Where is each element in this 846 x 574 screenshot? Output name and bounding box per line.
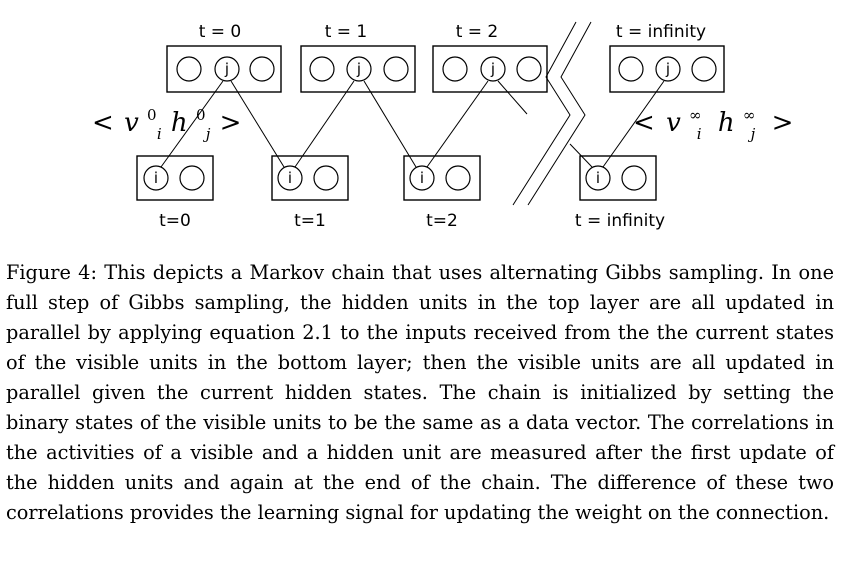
top-time-label-1: t = 1: [325, 22, 368, 42]
connection-line: [160, 80, 224, 168]
v-symbol: v: [124, 108, 139, 138]
visible-unit-i: [409, 165, 435, 191]
hidden-unit-j: [480, 56, 506, 82]
hidden-unit: [309, 56, 335, 82]
hidden-unit: [691, 56, 717, 82]
hidden-layer-tinf: j: [609, 45, 725, 93]
hidden-unit-label: j: [224, 60, 229, 78]
break-mark: [527, 21, 592, 206]
hidden-layer-t0: j: [166, 45, 282, 93]
bottom-time-label-0: t=0: [159, 211, 191, 231]
bottom-time-label-infinity: t = infinity: [575, 211, 665, 231]
visible-layer-tinf: i: [579, 155, 657, 201]
connection-line: [497, 80, 528, 115]
top-time-label-2: t = 2: [456, 22, 499, 42]
hidden-layer-box: [166, 45, 282, 93]
hidden-unit-label: j: [490, 60, 495, 78]
hidden-layer-t1: j: [300, 45, 416, 93]
hidden-unit-j: [346, 56, 372, 82]
connection-line: [363, 80, 417, 168]
visible-unit-label: i: [420, 169, 424, 187]
visible-unit-i: [585, 165, 611, 191]
correlation-start-label: < v 0 i h 0 j >: [92, 97, 241, 146]
bottom-time-label-1: t=1: [294, 211, 326, 231]
caption-label: Figure 4:: [6, 261, 97, 284]
h-subscript: j: [748, 125, 756, 143]
visible-layer-box: [403, 155, 481, 201]
h-symbol: h: [171, 108, 188, 138]
visible-unit-label: i: [288, 169, 292, 187]
visible-unit-label: i: [154, 169, 158, 187]
visible-unit: [621, 165, 647, 191]
v-superscript: 0: [147, 106, 157, 124]
top-time-label-infinity: t = infinity: [616, 22, 706, 42]
visible-unit: [445, 165, 471, 191]
caption-text: This depicts a Markov chain that uses al…: [6, 261, 834, 524]
bracket-close: >: [772, 108, 794, 138]
hidden-unit: [383, 56, 409, 82]
bracket-open: <: [92, 108, 114, 138]
visible-layer-box: [136, 155, 214, 201]
hidden-unit-j: [214, 56, 240, 82]
h-superscript: ∞: [743, 106, 756, 124]
visible-layer-t2: i: [403, 155, 481, 201]
visible-unit: [179, 165, 205, 191]
figure-caption: Figure 4: This depicts a Markov chain th…: [6, 258, 834, 528]
hidden-unit-label: j: [356, 60, 361, 78]
bracket-close: >: [220, 108, 242, 138]
h-subscript: j: [203, 125, 211, 143]
v-superscript: ∞: [689, 106, 702, 124]
v-symbol: v: [666, 108, 681, 138]
chain-break-marks: [512, 21, 592, 206]
correlation-end-label: < v ∞ i h ∞ j >: [633, 97, 793, 146]
hidden-unit-label: j: [665, 60, 670, 78]
v-subscript: i: [697, 125, 702, 143]
bracket-open: <: [633, 108, 655, 138]
hidden-layer-box: [432, 45, 548, 93]
chain-connections: [160, 80, 665, 168]
visible-unit-i: [143, 165, 169, 191]
connection-line: [602, 80, 665, 168]
h-superscript: 0: [196, 106, 206, 124]
hidden-layer-box: [300, 45, 416, 93]
top-time-label-0: t = 0: [199, 22, 242, 42]
hidden-unit: [516, 56, 542, 82]
hidden-layer-t2: j: [432, 45, 548, 93]
hidden-unit-j: [655, 56, 681, 82]
visible-layer-t1: i: [271, 155, 349, 201]
visible-unit-label: i: [596, 169, 600, 187]
visible-layer-box: [271, 155, 349, 201]
connection-line: [569, 143, 593, 168]
hidden-unit: [249, 56, 275, 82]
break-mark: [512, 21, 577, 206]
v-subscript: i: [157, 125, 162, 143]
visible-layer-t0: i: [136, 155, 214, 201]
visible-unit: [313, 165, 339, 191]
hidden-unit: [618, 56, 644, 82]
connection-line: [294, 80, 355, 168]
connection-line: [230, 80, 285, 168]
connection-line: [426, 80, 489, 168]
hidden-unit: [442, 56, 468, 82]
visible-layer-box: [579, 155, 657, 201]
visible-unit-i: [277, 165, 303, 191]
markov-chain-diagram: t = 0 t = 1 t = 2 t = infinity j j j: [92, 21, 793, 231]
bottom-time-label-2: t=2: [426, 211, 458, 231]
hidden-unit: [176, 56, 202, 82]
h-symbol: h: [718, 108, 735, 138]
hidden-layer-box: [609, 45, 725, 93]
